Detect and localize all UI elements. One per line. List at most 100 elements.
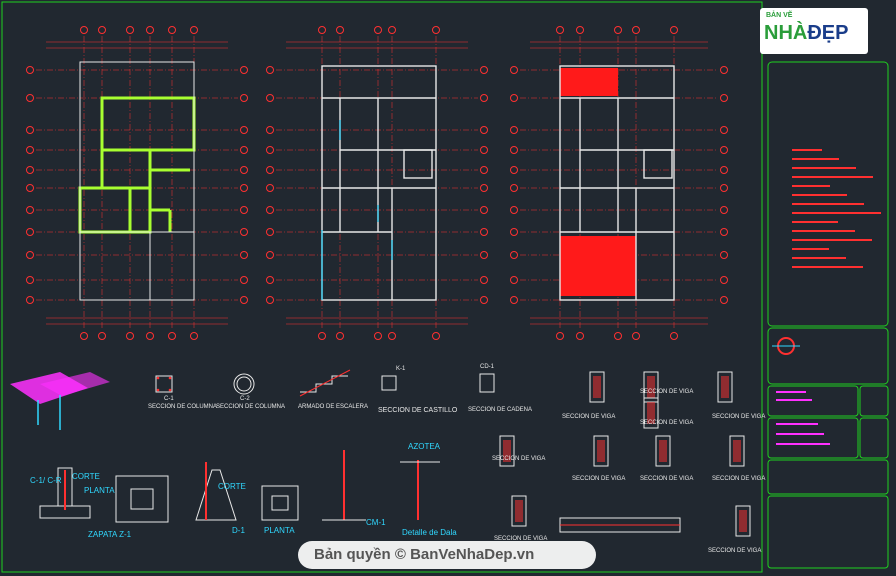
grid-bubble <box>240 251 248 259</box>
detail-planta-2[interactable] <box>261 485 299 521</box>
detail-zapata-planta[interactable] <box>115 475 169 523</box>
title-block[interactable] <box>767 61 889 569</box>
label-seccion-viga-2: SECCION DE VIGA <box>640 389 694 395</box>
grid-bubble <box>98 26 106 34</box>
grid-bubble <box>480 126 488 134</box>
beam-section <box>593 435 609 467</box>
grid-bubble <box>26 251 34 259</box>
label-seccion-viga-6: SECCION DE VIGA <box>572 476 626 482</box>
grid-bubble <box>720 251 728 259</box>
grid-bubble <box>510 146 518 154</box>
grid-bubble <box>720 228 728 236</box>
label-planta-1: PLANTA <box>84 486 115 495</box>
logo-small-text: BẢN VẼ <box>766 12 793 19</box>
architectural-walls <box>321 65 437 301</box>
grid-bubble <box>26 146 34 154</box>
label-k1: K-1 <box>396 366 406 372</box>
grid-bubble <box>556 26 564 34</box>
grid-bubble <box>98 332 106 340</box>
grid-bubble <box>556 332 564 340</box>
grid-bubble <box>26 296 34 304</box>
grid-bubble <box>190 332 198 340</box>
grid-bubble <box>266 94 274 102</box>
label-seccion-viga-10: SECCION DE VIGA <box>708 548 762 554</box>
grid-bubble <box>510 94 518 102</box>
plan-structural[interactable] <box>26 26 248 340</box>
detail-column-section-1[interactable] <box>155 375 173 393</box>
beam-section <box>735 505 751 537</box>
label-seccion-columna-1: SECCION DE COLUMNA <box>148 404 218 410</box>
label-zapata: ZAPATA Z-1 <box>88 530 132 539</box>
grid-bubble <box>480 184 488 192</box>
label-seccion-viga-1: SECCION DE VIGA <box>562 414 616 420</box>
label-seccion-cadena: SECCION DE CADENA <box>468 407 533 413</box>
label-cm1: CM-1 <box>366 518 386 527</box>
beam-sections[interactable] <box>499 371 751 537</box>
grid-bubble <box>510 276 518 284</box>
label-c1: C-1 <box>164 396 174 402</box>
grid-bubble <box>240 206 248 214</box>
grid-bubble <box>168 26 176 34</box>
grid-bubble <box>336 26 344 34</box>
label-azotea: AZOTEA <box>408 442 441 451</box>
label-seccion-viga-8: SECCION DE VIGA <box>712 476 766 482</box>
grid-bubble <box>510 166 518 174</box>
grid-bubble <box>576 332 584 340</box>
grid-bubble <box>126 26 134 34</box>
grid-bubble <box>266 184 274 192</box>
grid-bubble <box>266 166 274 174</box>
label-d1: D-1 <box>232 526 245 535</box>
detail-azotea[interactable] <box>400 460 440 520</box>
grid-bubble <box>510 66 518 74</box>
grid-bubble <box>388 332 396 340</box>
detail-d1[interactable] <box>195 462 237 521</box>
grid-bubble <box>80 332 88 340</box>
detail-castillo[interactable] <box>381 375 397 391</box>
grid-bubble <box>670 26 678 34</box>
detail-zapata-corte[interactable] <box>39 467 91 519</box>
label-seccion-viga-7: SECCION DE VIGA <box>640 476 694 482</box>
grid-bubble <box>240 166 248 174</box>
grid-bubble <box>480 66 488 74</box>
grid-bubble <box>510 251 518 259</box>
detail-column-section-2[interactable] <box>233 373 255 395</box>
grid-bubble <box>190 26 198 34</box>
grid-bubble <box>480 206 488 214</box>
plan-finishes[interactable] <box>510 26 728 340</box>
grid-bubble <box>80 26 88 34</box>
grid-bubble <box>26 228 34 236</box>
finish-walls <box>559 65 675 301</box>
label-corte-2: CORTE <box>218 482 246 491</box>
detail-cm1[interactable] <box>322 450 366 521</box>
detail-cadena[interactable] <box>479 373 495 393</box>
grid-bubble <box>240 66 248 74</box>
label-c1-cr: C-1/ C-R <box>30 476 62 485</box>
beam-rebar <box>739 510 747 532</box>
detail-long-beam[interactable] <box>559 517 681 533</box>
detail-stair-armado[interactable] <box>299 369 351 397</box>
grid-bubble <box>266 251 274 259</box>
grid-bubble <box>336 332 344 340</box>
grid-bubble <box>168 332 176 340</box>
grid-bubble <box>240 296 248 304</box>
grid-bubble <box>510 206 518 214</box>
grid-bubble <box>26 94 34 102</box>
grid-bubble <box>266 276 274 284</box>
beam-rebar <box>647 376 655 398</box>
grid-bubble <box>146 332 154 340</box>
grid-bubble <box>240 184 248 192</box>
grid-bubble <box>480 166 488 174</box>
grid-bubble <box>318 332 326 340</box>
grid-bubble <box>632 26 640 34</box>
grid-bubble <box>388 26 396 34</box>
logo[interactable]: BẢN VẼ NHÀĐẸP <box>760 8 868 54</box>
grid-bubble <box>240 126 248 134</box>
label-seccion-viga-5: SECCION DE VIGA <box>492 456 546 462</box>
beam-section <box>511 495 527 527</box>
grid-bubble <box>480 276 488 284</box>
beam-rebar <box>647 402 655 424</box>
plan-architectural[interactable] <box>266 26 488 340</box>
grid-bubble <box>26 126 34 134</box>
detail-stair-iso[interactable] <box>10 372 110 430</box>
